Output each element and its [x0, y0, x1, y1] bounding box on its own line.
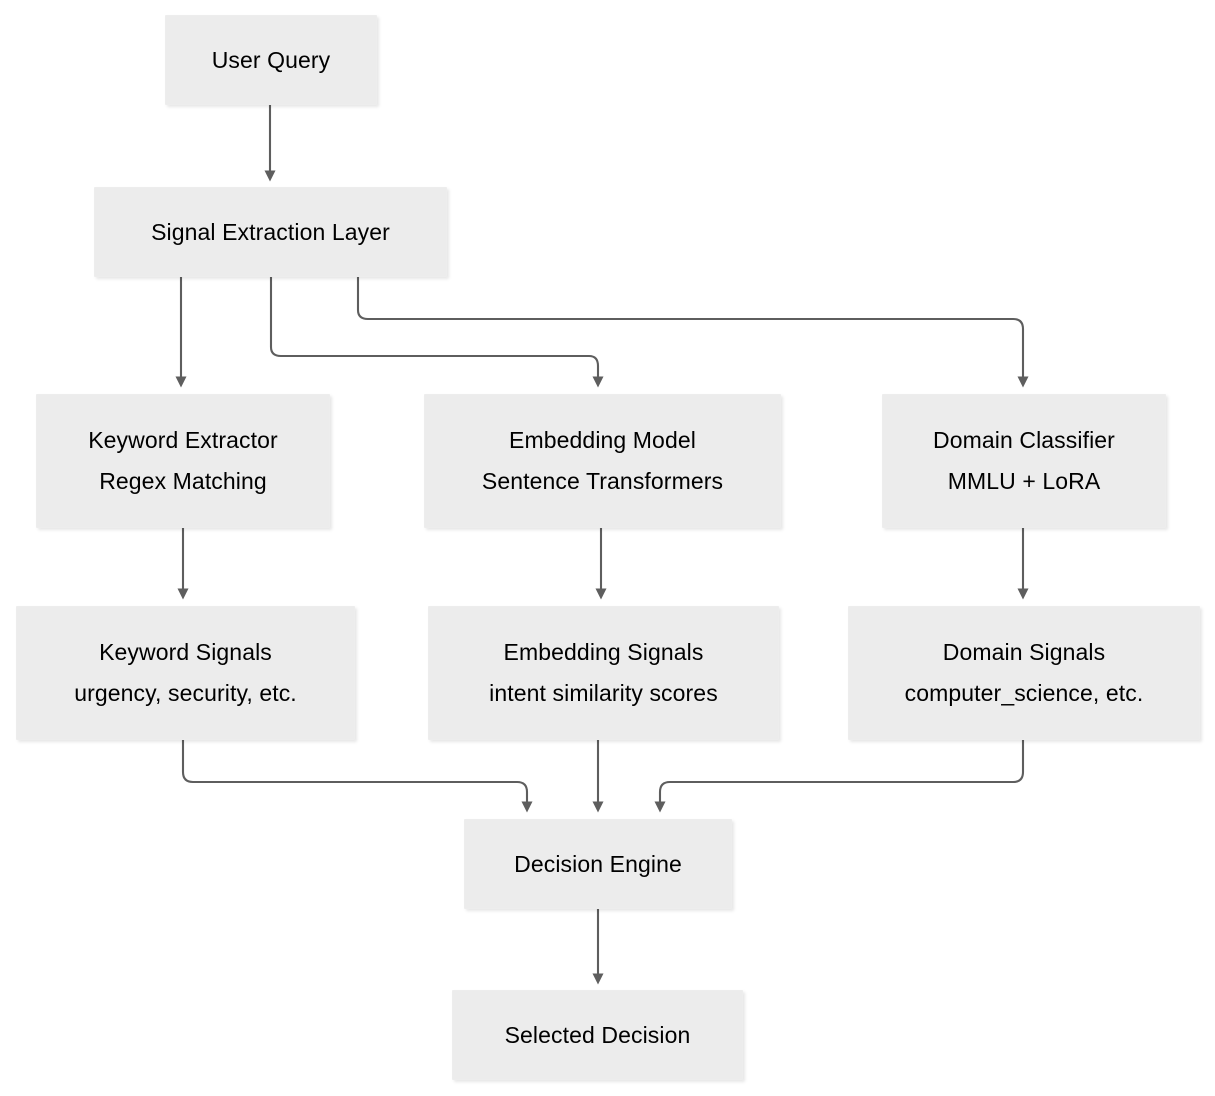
- node-user-query[interactable]: User Query: [165, 15, 377, 105]
- node-domain-classifier-label: Domain Classifier: [933, 427, 1115, 453]
- node-selected-decision[interactable]: Selected Decision: [452, 990, 743, 1080]
- node-embedding-signals-sublabel: intent similarity scores: [489, 680, 718, 706]
- node-embedding-model-label: Embedding Model: [509, 427, 696, 453]
- edge-domain-signals-to-decision-engine: [654, 740, 1025, 813]
- node-keyword-extractor-sublabel: Regex Matching: [99, 468, 267, 494]
- node-keyword-signals-sublabel: urgency, security, etc.: [74, 680, 297, 706]
- node-domain-signals[interactable]: Domain Signals computer_science, etc.: [848, 606, 1200, 740]
- node-domain-signals-sublabel: computer_science, etc.: [904, 680, 1144, 706]
- node-keyword-extractor-label: Keyword Extractor: [88, 427, 278, 453]
- node-user-query-label: User Query: [211, 46, 331, 73]
- edge-signal-extraction-to-domain-classifier: [356, 277, 1029, 388]
- node-embedding-signals[interactable]: Embedding Signals intent similarity scor…: [428, 606, 779, 740]
- edge-signal-extraction-to-embedding-model: [269, 277, 604, 388]
- node-decision-engine-label: Decision Engine: [514, 850, 682, 877]
- node-selected-decision-label: Selected Decision: [504, 1021, 691, 1048]
- node-domain-signals-label: Domain Signals: [942, 639, 1106, 665]
- node-domain-classifier-sublabel: MMLU + LoRA: [947, 468, 1101, 494]
- node-keyword-signals-label: Keyword Signals: [99, 639, 272, 665]
- node-embedding-model-sublabel: Sentence Transformers: [481, 468, 724, 494]
- node-embedding-model[interactable]: Embedding Model Sentence Transformers: [424, 394, 781, 528]
- node-domain-classifier[interactable]: Domain Classifier MMLU + LoRA: [882, 394, 1166, 528]
- node-signal-extraction-layer-label: Signal Extraction Layer: [151, 218, 390, 245]
- node-signal-extraction-layer[interactable]: Signal Extraction Layer: [94, 187, 447, 277]
- node-embedding-signals-label: Embedding Signals: [503, 639, 704, 665]
- node-keyword-signals[interactable]: Keyword Signals urgency, security, etc.: [16, 606, 355, 740]
- edge-keyword-signals-to-decision-engine: [181, 740, 533, 813]
- node-decision-engine[interactable]: Decision Engine: [464, 819, 732, 909]
- node-keyword-extractor[interactable]: Keyword Extractor Regex Matching: [36, 394, 330, 528]
